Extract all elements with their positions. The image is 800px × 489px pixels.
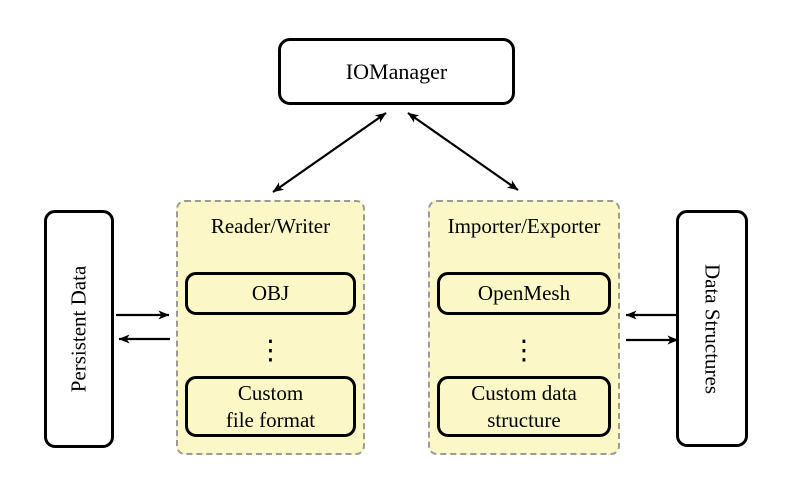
arrow-iomanager-importerexporter — [407, 112, 519, 191]
data-structures-box: Data Structures — [676, 210, 748, 447]
reader-writer-panel: Reader/Writer OBJ ⋮ Custom file format — [176, 200, 365, 455]
custom-data-structure-label: Custom data structure — [471, 380, 577, 432]
openmesh-box: OpenMesh — [437, 272, 611, 315]
obj-box: OBJ — [185, 272, 356, 315]
reader-writer-title: Reader/Writer — [210, 214, 331, 238]
arrow-iomanager-readerwriter — [272, 112, 387, 193]
persistent-data-box: Persistent Data — [44, 210, 114, 448]
importer-exporter-title: Importer/Exporter — [447, 214, 601, 238]
custom-file-format-label: Custom file format — [225, 380, 316, 432]
iomanager-box: IOManager — [278, 38, 515, 105]
custom-data-structure-box: Custom data structure — [437, 376, 611, 437]
custom-file-format-box: Custom file format — [185, 376, 356, 437]
reader-writer-ellipsis: ⋮ — [257, 334, 284, 366]
iomanager-label: IOManager — [345, 58, 448, 84]
importer-exporter-panel: Importer/Exporter OpenMesh ⋮ Custom data… — [428, 200, 620, 455]
data-structures-label: Data Structures — [700, 263, 725, 394]
importer-exporter-ellipsis: ⋮ — [510, 334, 538, 366]
persistent-data-label: Persistent Data — [66, 265, 91, 393]
obj-label: OBJ — [251, 281, 290, 305]
openmesh-label: OpenMesh — [477, 281, 571, 305]
